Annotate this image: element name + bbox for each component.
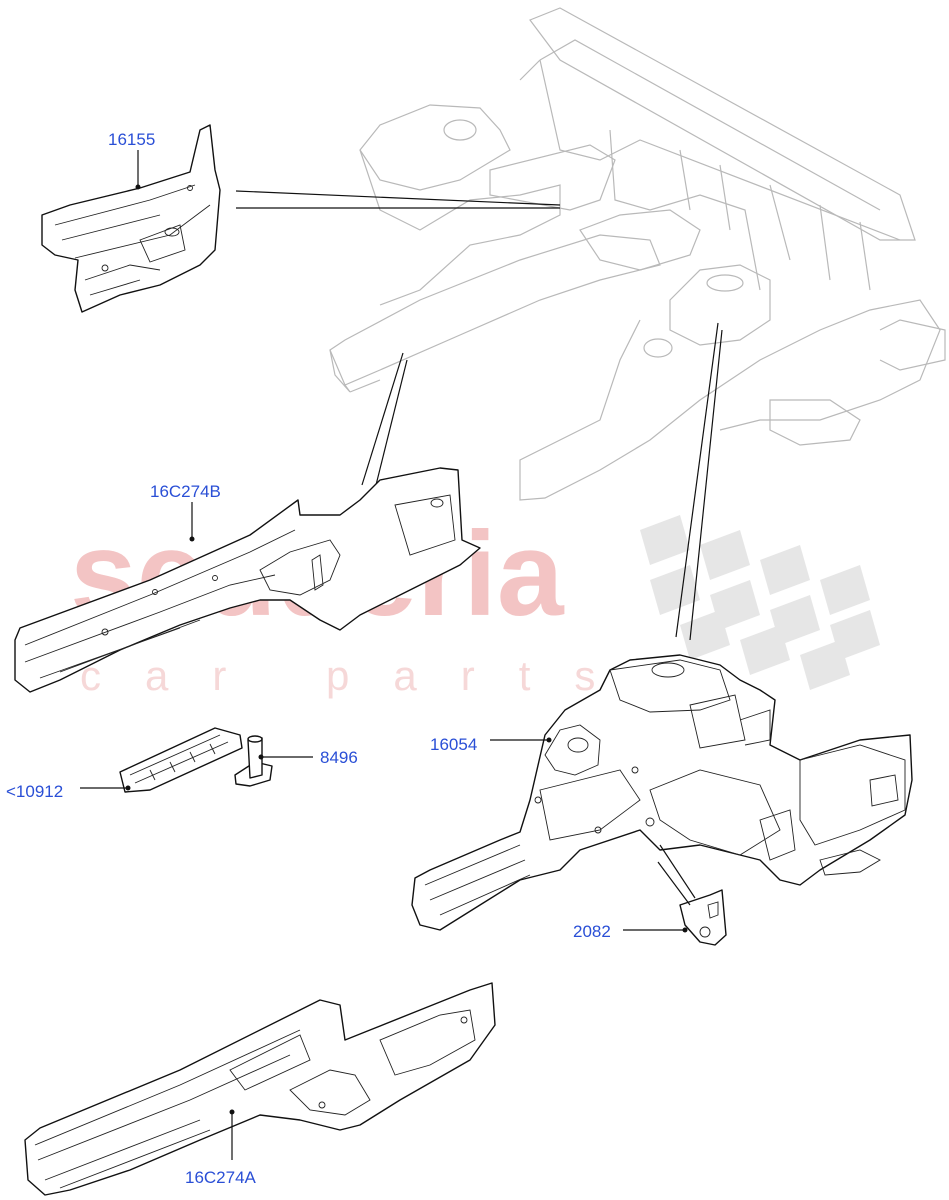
part-2082-plate [679, 889, 727, 946]
callout-16155[interactable]: 16155 [108, 130, 155, 149]
callout-16C274B[interactable]: 16C274B [150, 482, 221, 501]
leader-2082-pair [657, 844, 696, 906]
part-10912-strip [119, 727, 243, 793]
callout-2082[interactable]: 2082 [573, 922, 611, 941]
part-16155-panel [41, 124, 221, 313]
callout-leaders [80, 150, 688, 1160]
watermark-sub: car parts [80, 652, 639, 699]
callout-labels: 16155 16C274B 8496 <10912 16054 2082 16C… [6, 130, 611, 1187]
part-16C274B-rail [14, 467, 481, 693]
checkered-flag-icon [640, 515, 880, 690]
callout-10912[interactable]: <10912 [6, 782, 63, 801]
callout-16054[interactable]: 16054 [430, 735, 477, 754]
part-8496-bracket [234, 735, 273, 787]
part-16054-structure [411, 654, 913, 931]
assembly-leaders [235, 190, 723, 641]
ghost-front-structure [329, 7, 946, 501]
callout-16C274A[interactable]: 16C274A [185, 1168, 257, 1187]
callout-8496[interactable]: 8496 [320, 748, 358, 767]
part-16C274A-rail [24, 982, 496, 1196]
